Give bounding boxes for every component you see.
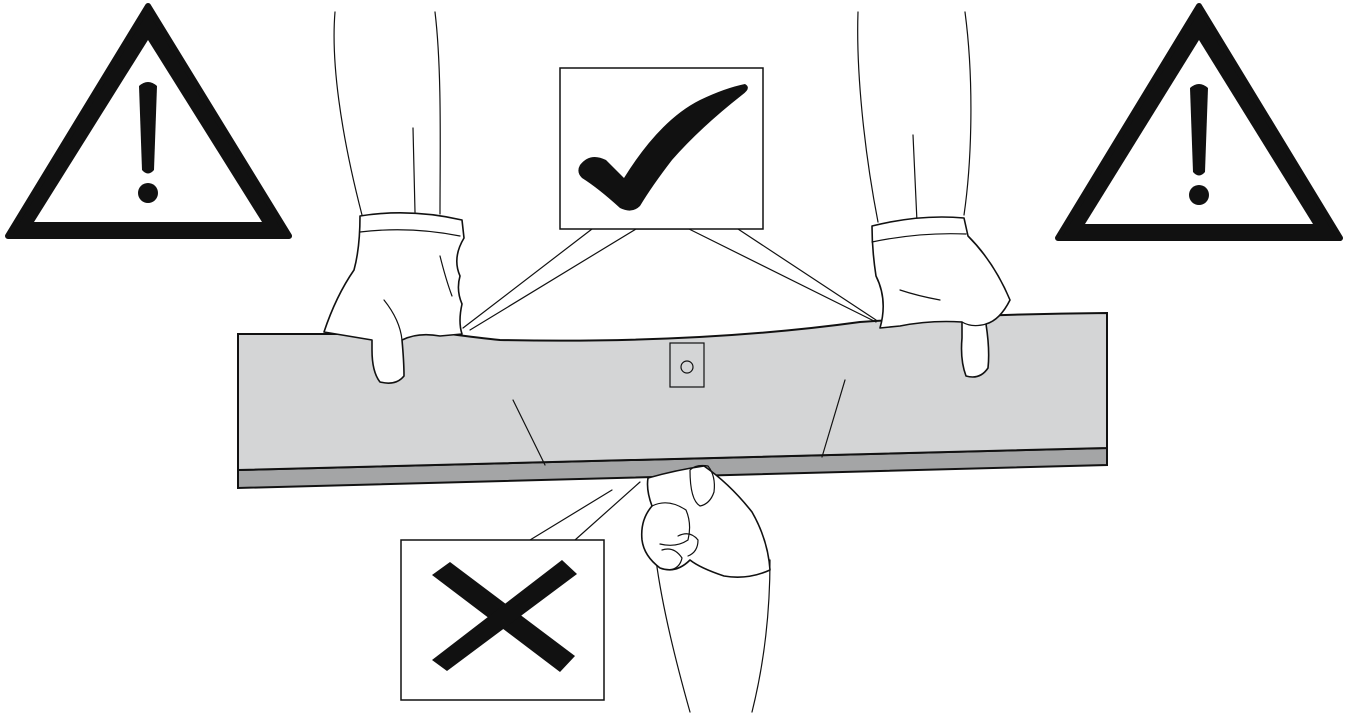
- right-arm: [857, 11, 972, 223]
- left-gloved-hand: [323, 212, 465, 384]
- warning-triangle-icon-left: [5, 3, 292, 239]
- check-mark-icon: [578, 84, 748, 211]
- check-callout-lines: [462, 228, 877, 331]
- soundbar-panel: [237, 311, 1108, 490]
- cross-mark-icon: [432, 560, 577, 672]
- bottom-hand: [640, 464, 771, 713]
- warning-triangle-icon-right: [1055, 3, 1343, 241]
- cross-callout-lines: [529, 481, 641, 541]
- incorrect-indicator-box: [400, 539, 605, 701]
- correct-indicator-box: [559, 67, 764, 230]
- left-arm: [333, 11, 441, 216]
- right-gloved-hand: [871, 216, 1011, 378]
